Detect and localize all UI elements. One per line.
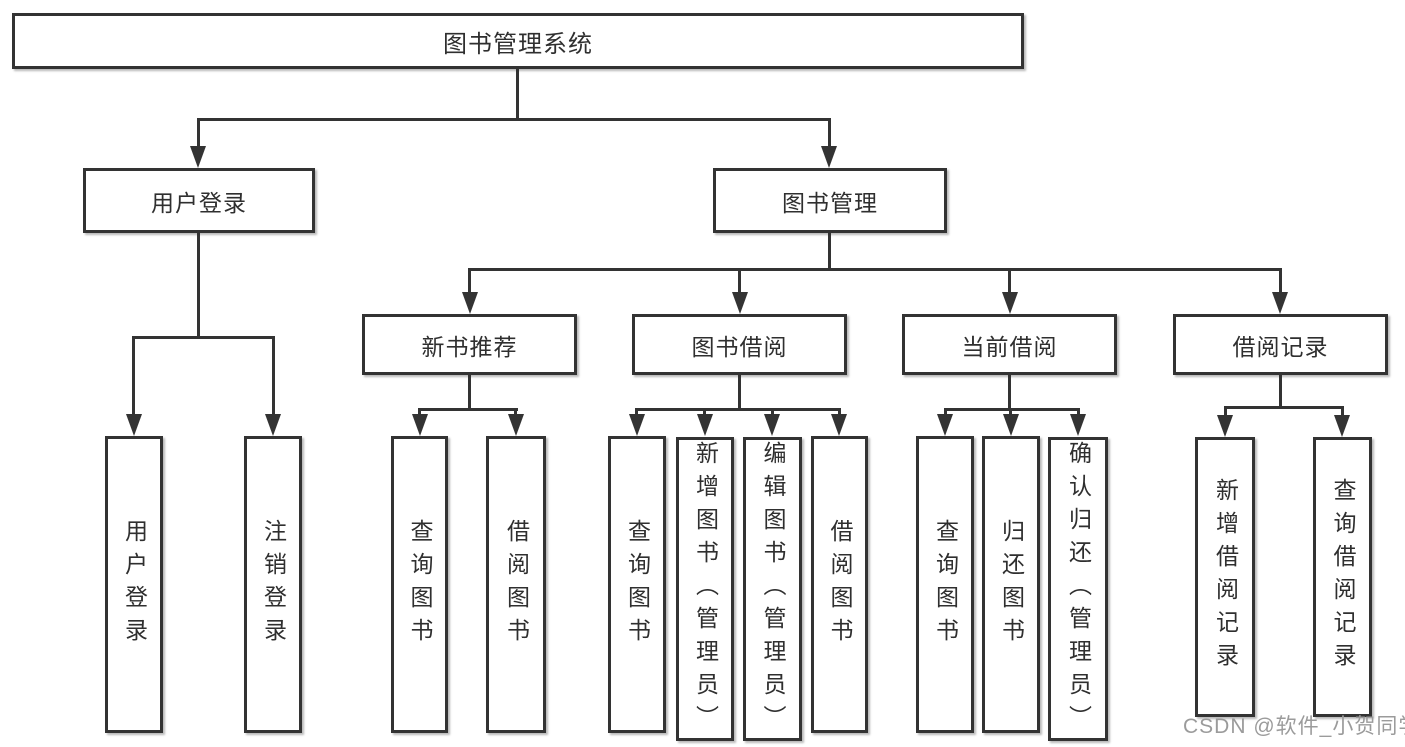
connector-arrowhead bbox=[732, 292, 748, 314]
connector-arrowhead bbox=[629, 414, 645, 436]
node-label: 借阅记录 bbox=[1232, 333, 1329, 360]
connector-stem bbox=[1009, 408, 1012, 416]
connector-stem bbox=[1341, 406, 1344, 415]
node-query-books: 查询图书 bbox=[391, 436, 448, 733]
node-label: 图书管理 bbox=[782, 189, 878, 216]
connector-stem bbox=[635, 408, 638, 416]
connector-stem bbox=[418, 408, 421, 416]
node-label: 注销登录 bbox=[260, 518, 287, 651]
node-add-borrow-record: 新增借阅记录 bbox=[1195, 437, 1255, 717]
connector-bar bbox=[944, 408, 1080, 411]
node-borrow-books: 借阅图书 bbox=[811, 436, 868, 733]
node-current-borrow: 当前借阅 bbox=[902, 314, 1117, 375]
node-confirm-return-admin: 确认归还（管理员） bbox=[1048, 437, 1108, 741]
node-label: 归还图书 bbox=[998, 518, 1025, 651]
connector-arrowhead bbox=[1002, 292, 1018, 314]
node-new-book-recommend: 新书推荐 bbox=[362, 314, 577, 375]
node-label: 借阅图书 bbox=[827, 518, 853, 651]
connector-stem bbox=[944, 408, 947, 416]
connector-arrowhead bbox=[462, 292, 478, 314]
connector-stem bbox=[514, 408, 517, 416]
node-book-management-module: 图书管理 bbox=[713, 168, 947, 233]
connector-arrowhead bbox=[764, 414, 780, 436]
connector-arrowhead bbox=[821, 146, 837, 168]
node-label: 当前借阅 bbox=[961, 333, 1058, 360]
node-query-borrow-record: 查询借阅记录 bbox=[1313, 437, 1372, 717]
connector-stem bbox=[738, 375, 741, 408]
connector-stem bbox=[197, 118, 200, 148]
connector-bar bbox=[1224, 406, 1344, 409]
node-return-book: 归还图书 bbox=[982, 436, 1040, 733]
node-label: 图书借阅 bbox=[691, 333, 788, 360]
connector-arrowhead bbox=[508, 414, 524, 436]
connector-stem bbox=[838, 408, 841, 416]
node-query-books: 查询图书 bbox=[916, 436, 974, 733]
connector-stem bbox=[828, 233, 831, 268]
connector-stem bbox=[1279, 268, 1282, 294]
connector-stem bbox=[1279, 375, 1282, 406]
connector-arrowhead bbox=[1003, 414, 1019, 436]
node-user-login: 用户登录 bbox=[105, 436, 163, 733]
connector-bar bbox=[197, 118, 831, 121]
node-label: 编辑图书（管理员） bbox=[760, 440, 786, 738]
node-label: 查询图书 bbox=[624, 518, 651, 651]
connector-arrowhead bbox=[697, 414, 713, 436]
connector-stem bbox=[771, 408, 774, 416]
connector-stem bbox=[703, 408, 706, 416]
node-edit-book-admin: 编辑图书（管理员） bbox=[743, 437, 802, 741]
connector-arrowhead bbox=[265, 414, 281, 436]
node-label: 新书推荐 bbox=[421, 333, 518, 360]
node-user-login-module: 用户登录 bbox=[83, 168, 315, 233]
connector-stem bbox=[197, 233, 200, 336]
connector-arrowhead bbox=[831, 414, 847, 436]
connector-stem bbox=[468, 375, 471, 408]
connector-stem bbox=[132, 336, 135, 414]
connector-bar bbox=[468, 268, 1282, 271]
connector-bar bbox=[132, 336, 275, 339]
node-label: 图书管理系统 bbox=[443, 30, 593, 58]
connector-arrowhead bbox=[1070, 414, 1086, 436]
node-label: 用户登录 bbox=[121, 518, 148, 651]
connector-stem bbox=[468, 268, 471, 294]
node-book-borrow: 图书借阅 bbox=[632, 314, 847, 375]
node-label: 查询图书 bbox=[407, 518, 433, 651]
connector-bar bbox=[418, 408, 518, 411]
node-label: 查询借阅记录 bbox=[1330, 478, 1356, 676]
node-add-book-admin: 新增图书（管理员） bbox=[676, 437, 734, 741]
connector-arrowhead bbox=[1334, 415, 1350, 437]
node-label: 确认归还（管理员） bbox=[1065, 440, 1092, 738]
connector-stem bbox=[828, 118, 831, 148]
connector-arrowhead bbox=[126, 414, 142, 436]
connector-stem bbox=[1077, 408, 1080, 416]
node-label: 新增借阅记录 bbox=[1212, 478, 1239, 676]
connector-arrowhead bbox=[412, 414, 428, 436]
node-label: 新增图书（管理员） bbox=[692, 440, 719, 738]
connector-stem bbox=[516, 69, 519, 118]
node-library-system: 图书管理系统 bbox=[12, 13, 1024, 69]
connector-stem bbox=[1224, 406, 1227, 415]
connector-arrowhead bbox=[937, 414, 953, 436]
connector-arrowhead bbox=[190, 146, 206, 168]
connector-stem bbox=[272, 336, 275, 414]
connector-bar bbox=[635, 408, 840, 411]
connector-stem bbox=[738, 268, 741, 294]
connector-stem bbox=[1008, 375, 1011, 408]
node-label: 借阅图书 bbox=[503, 518, 530, 651]
node-label: 查询图书 bbox=[932, 518, 959, 651]
node-label: 用户登录 bbox=[151, 189, 247, 216]
connector-arrowhead bbox=[1217, 415, 1233, 437]
node-query-books: 查询图书 bbox=[608, 436, 666, 733]
node-borrow-books: 借阅图书 bbox=[486, 436, 546, 733]
node-borrow-records: 借阅记录 bbox=[1173, 314, 1388, 375]
connector-arrowhead bbox=[1272, 292, 1288, 314]
node-logout: 注销登录 bbox=[244, 436, 302, 733]
watermark: CSDN @软件_小贺同学 bbox=[1183, 715, 1405, 738]
connector-stem bbox=[1008, 268, 1011, 294]
